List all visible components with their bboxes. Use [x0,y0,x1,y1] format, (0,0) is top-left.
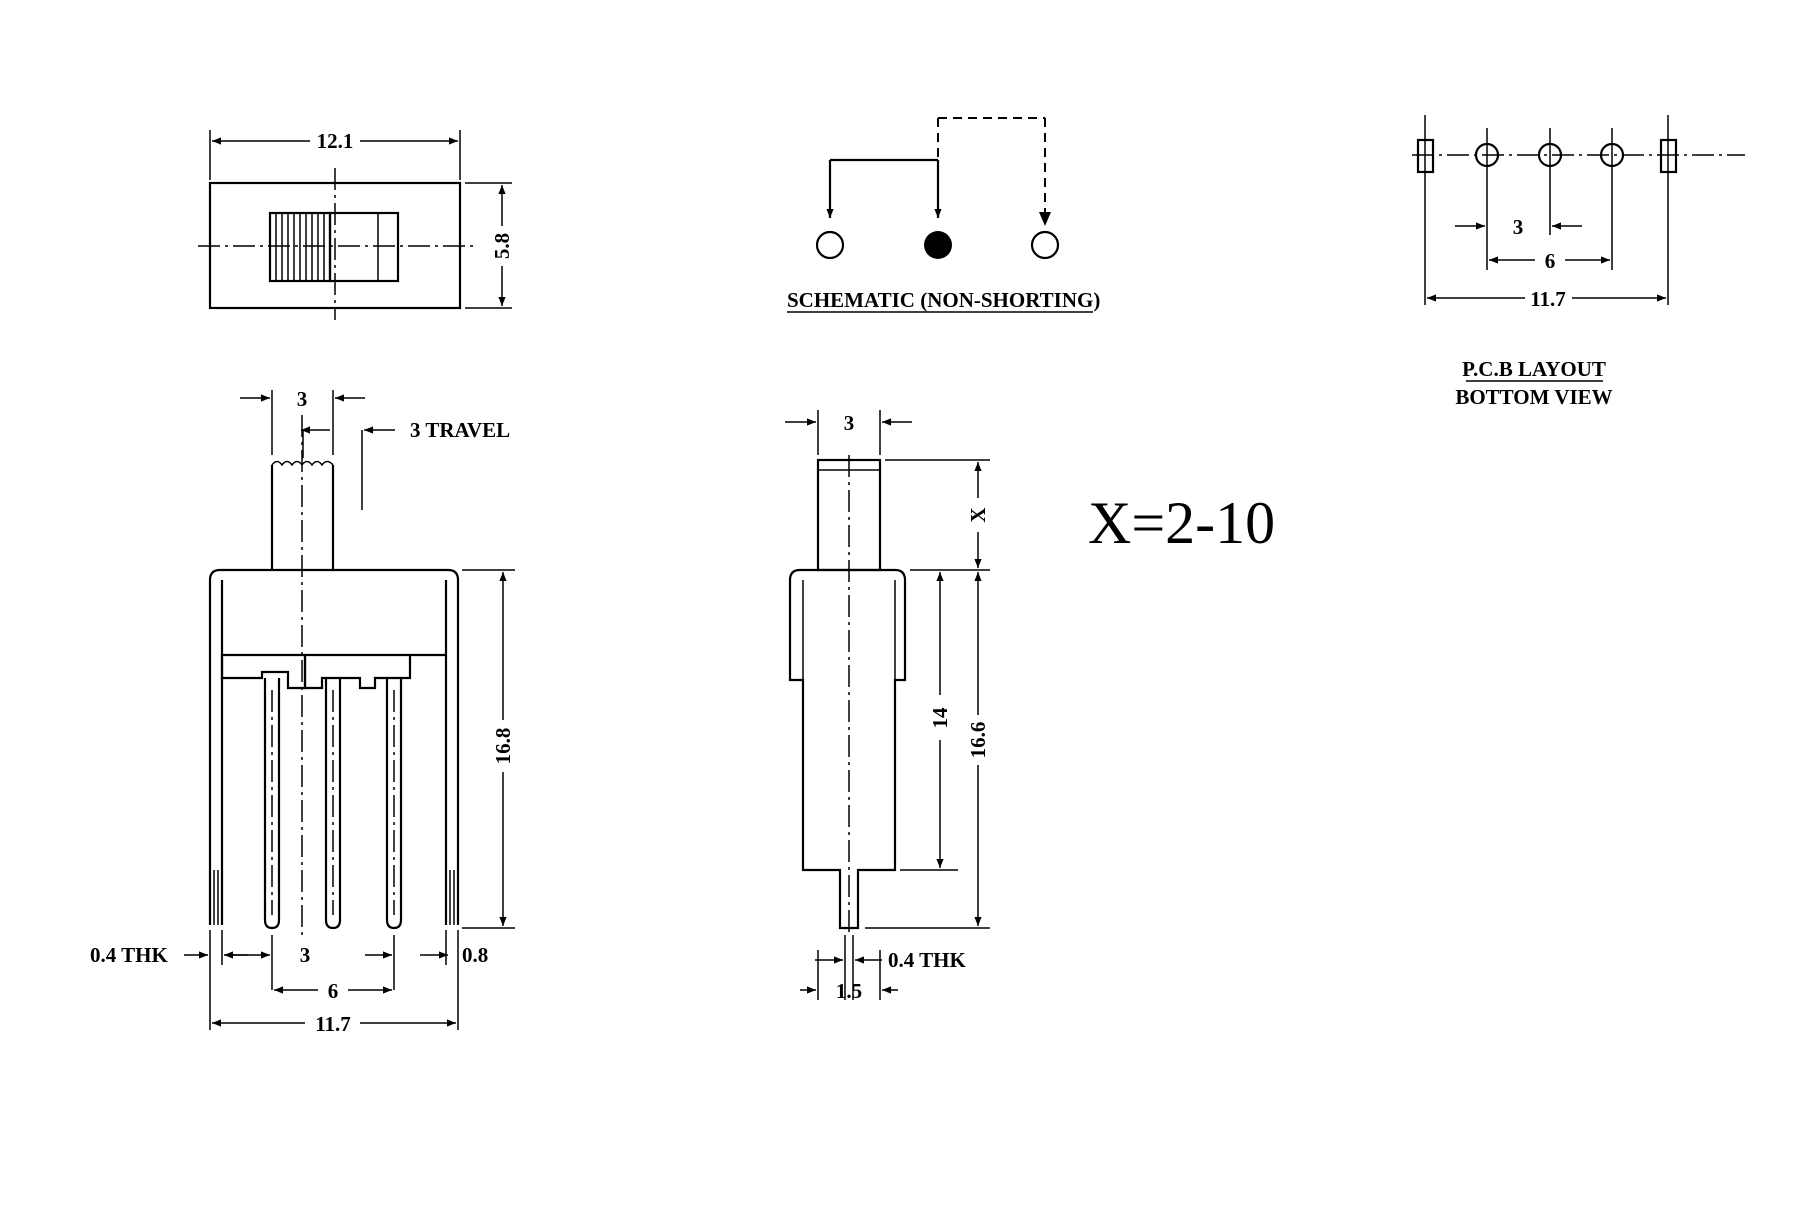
front-body-outline [208,568,460,925]
slider-track [328,211,400,283]
front-actuator-width-label: 3 [297,387,308,411]
terminal-common [924,231,952,259]
schematic: SCHEMATIC (NON-SHORTING) [787,117,1100,313]
front-base-step-left [220,655,307,690]
pcb-pitch-label: 3 [1513,215,1524,239]
side-thickness-label: 0.4 THK [888,948,966,972]
travel-label: 3 TRAVEL [410,418,510,442]
side-width-label: 1.5 [836,979,862,1003]
side-actuator-width-label: 3 [844,411,855,435]
top-height-label: 5.8 [490,233,514,259]
side-body-outline [788,568,907,930]
pcb-span-label: 6 [1545,249,1556,273]
pcb-subtitle: BOTTOM VIEW [1455,385,1612,409]
front-pin-span-label: 6 [328,979,339,1003]
front-height-label: 16.8 [491,728,515,765]
pcb-layout: 3 6 11.7 P.C.B LAYOUT BOTTOM VIEW [1412,115,1745,409]
pin-middle [324,678,342,930]
front-thickness-label: 0.4 THK [90,943,168,967]
front-view: 3 3 TRAVEL 16.8 0.4 THK 3 0.8 6 11.7 [90,387,515,1036]
pcb-width-label: 11.7 [1530,287,1566,311]
x-range-note: X=2-10 [1088,490,1275,556]
side-x-label: X [966,507,990,522]
terminal-left [815,230,845,260]
front-base-step-right [303,655,412,690]
top-width-label: 12.1 [317,129,354,153]
side-body-height-label: 14 [928,707,952,729]
slider-knob-ridges [275,213,325,281]
front-lug-width-label: 0.8 [462,943,488,967]
pin-right [385,678,403,930]
side-view: 3 X 14 16.6 0.4 THK 1.5 [785,410,990,1003]
schematic-title: SCHEMATIC (NON-SHORTING) [787,288,1100,312]
pcb-title: P.C.B LAYOUT [1462,357,1606,381]
terminal-right [1030,230,1060,260]
front-overall-width-label: 11.7 [315,1012,351,1036]
front-pin-pitch-label: 3 [300,943,311,967]
top-view: 12.1 5.8 [198,129,514,320]
side-height-label: 16.6 [966,722,990,759]
pin-left [263,678,281,930]
